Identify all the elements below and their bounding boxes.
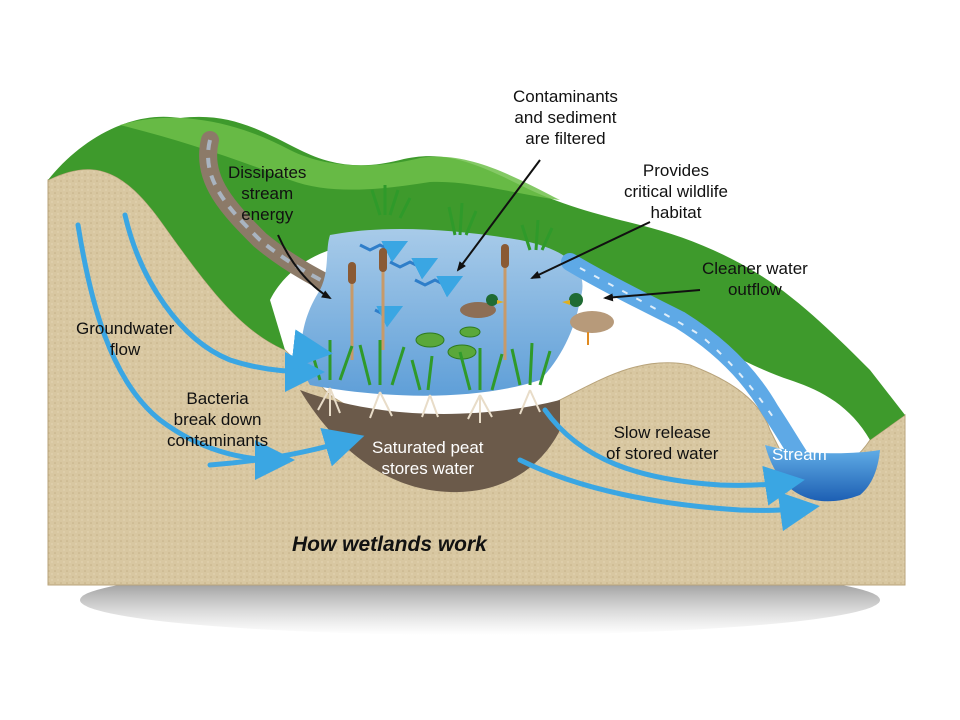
- label-bacteria: Bacteria break down contaminants: [167, 389, 269, 450]
- diagram-title: How wetlands work: [292, 533, 487, 556]
- back-hill: [48, 116, 905, 440]
- label-peat: Saturated peat stores water: [372, 438, 484, 478]
- peat-basin: [300, 390, 560, 493]
- roots: [317, 387, 541, 423]
- label-dissipates: Dissipates stream energy: [228, 163, 307, 224]
- cattails: [348, 244, 509, 360]
- label-slow-release: Slow release of stored water: [606, 423, 719, 463]
- pointer-arrows: [277, 159, 701, 302]
- groundwater-arrows: [75, 212, 820, 532]
- lily-pads: [415, 326, 481, 360]
- back-hill-highlight: [120, 117, 560, 200]
- outflow-channel: [561, 253, 819, 479]
- pond-flow-arrows: [359, 240, 464, 328]
- label-groundwater: Groundwater flow: [76, 319, 175, 359]
- label-cleaner-outflow: Cleaner water outflow: [702, 259, 808, 299]
- label-stream: Stream: [772, 445, 827, 464]
- marsh-grass: [308, 185, 554, 391]
- duck-icon: [562, 293, 614, 345]
- label-wildlife: Provides critical wildlife habitat: [624, 161, 728, 222]
- label-contaminants: Contaminants and sediment are filtered: [513, 87, 618, 148]
- duck-icon: [460, 294, 504, 318]
